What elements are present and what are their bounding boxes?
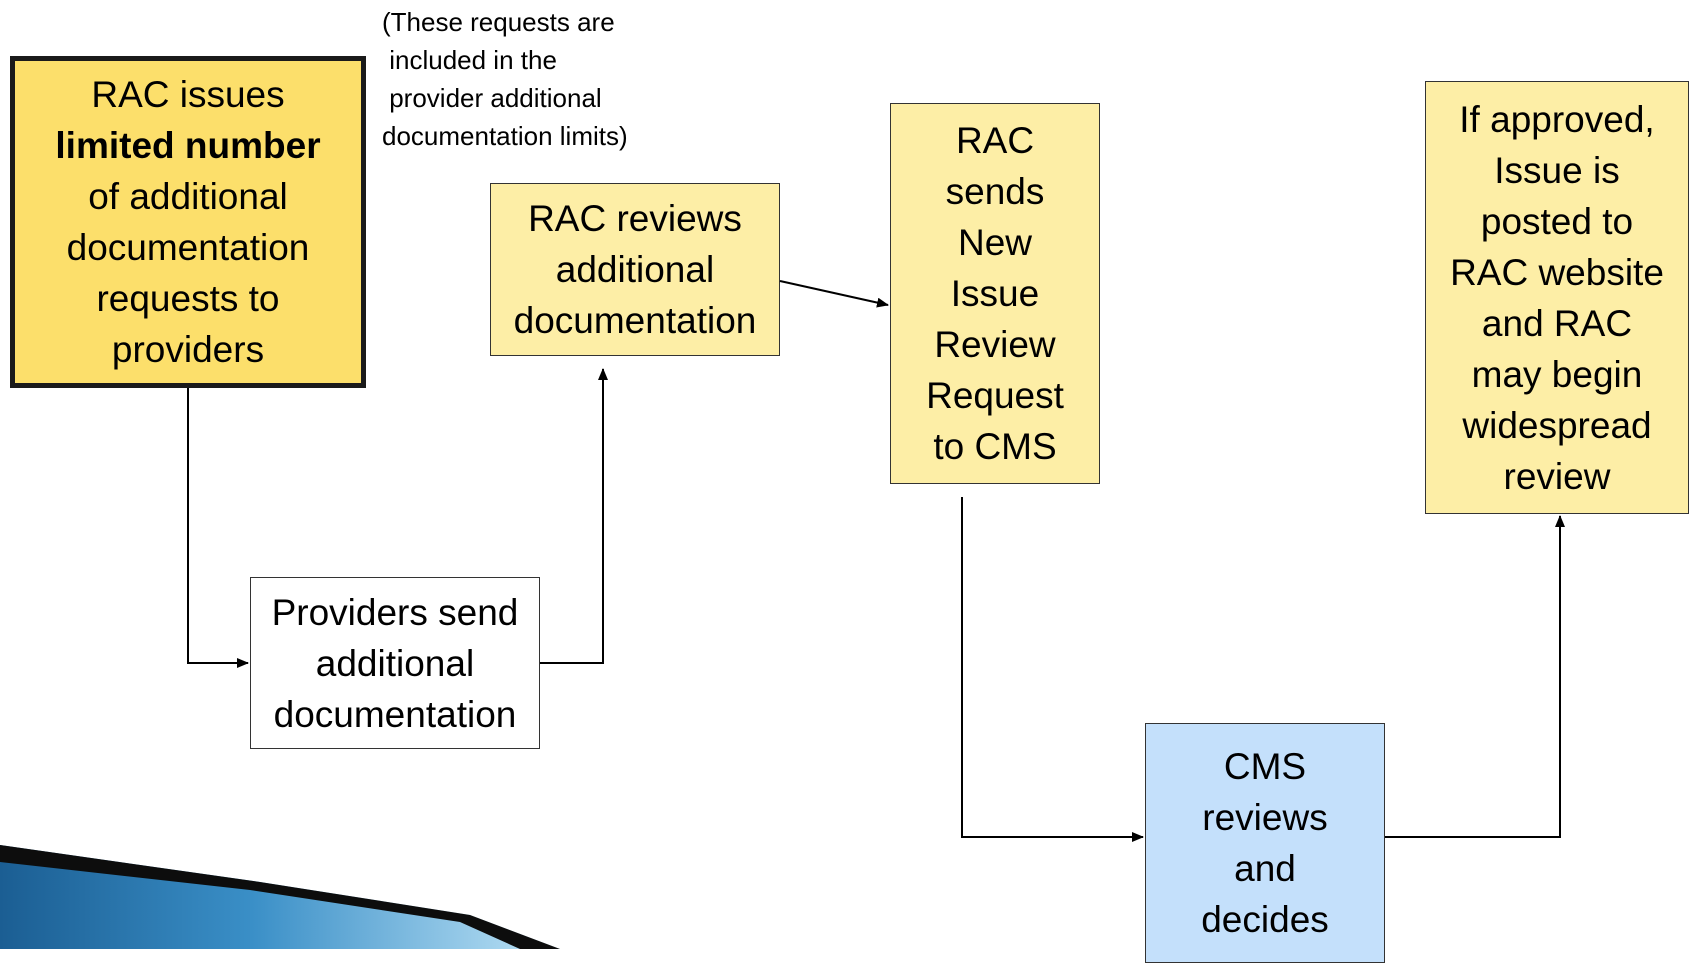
rac-sends-review-request-box: RAC sends New Issue Review Request to CM… bbox=[890, 103, 1100, 484]
issue-approved-posted-box: If approved, Issue is posted to RAC webs… bbox=[1425, 81, 1689, 514]
connector-providers-to-reviews bbox=[540, 368, 608, 664]
providers-send-documentation-box: Providers send additional documentation bbox=[250, 577, 540, 749]
connector-cms-to-approved bbox=[1385, 515, 1565, 838]
documentation-limits-note: (These requests are included in the prov… bbox=[382, 7, 628, 151]
connector-reviews-to-sends bbox=[779, 280, 889, 308]
cms-reviews-decides-box: CMS reviews and decides bbox=[1145, 723, 1385, 963]
connector-issues-to-providers bbox=[187, 388, 249, 668]
connector-sends-to-cms bbox=[961, 497, 1144, 842]
rac-reviews-documentation-box: RAC reviews additional documentation bbox=[490, 183, 780, 356]
rac-issues-requests-box: RAC issues limited number of additional … bbox=[10, 56, 366, 388]
